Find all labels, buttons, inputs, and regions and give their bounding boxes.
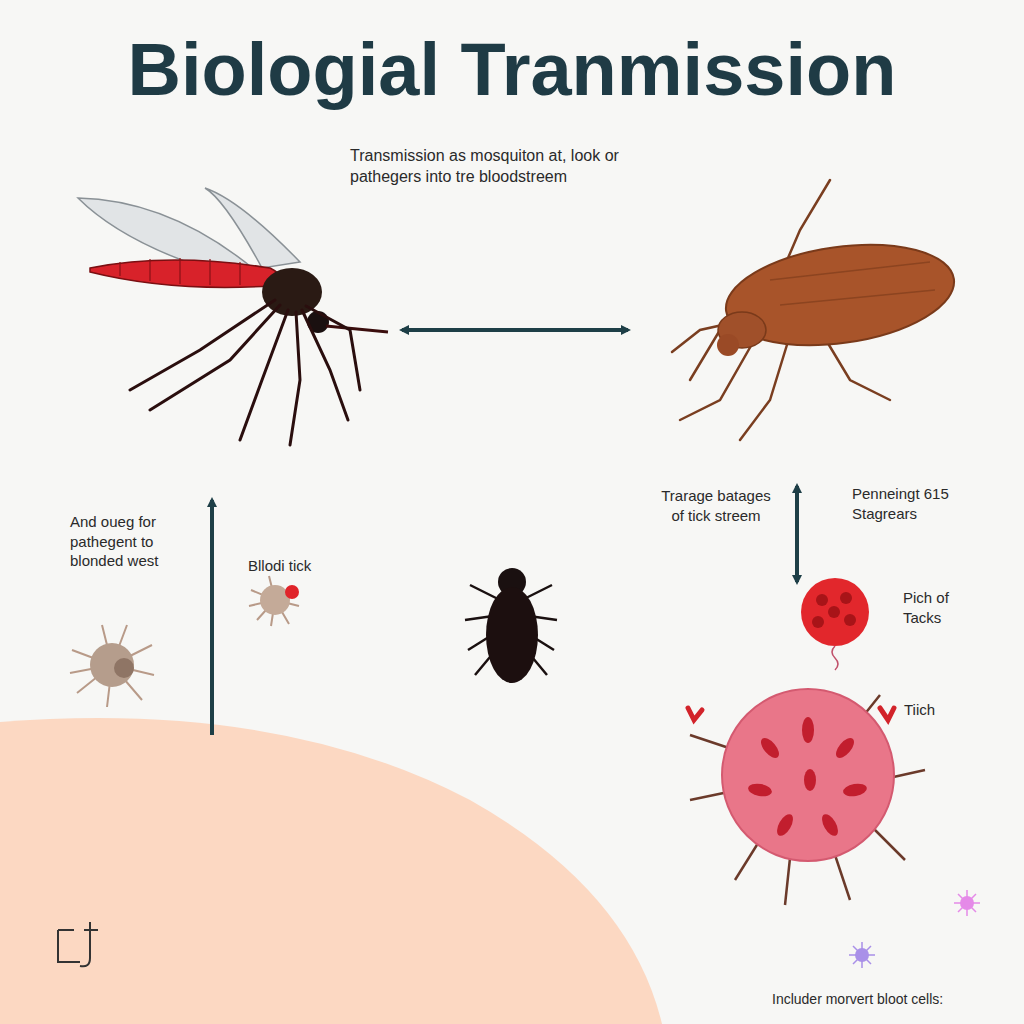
skin-surface — [0, 718, 662, 1024]
double-arrow — [402, 328, 628, 332]
cell-label: Pich of Tacks — [903, 588, 983, 627]
note-label: Trarage batages of tick streem — [660, 486, 772, 525]
tick-icon — [70, 625, 154, 707]
note-label: And oueg for pathegent to blonded west — [70, 512, 192, 571]
black-tick — [465, 568, 557, 683]
blood-cell-cluster — [801, 578, 869, 670]
brown-bug — [672, 180, 961, 440]
tick-icon — [249, 576, 299, 626]
tick-label: Bllodi tick — [248, 556, 358, 576]
subtitle: Transmission as mosquiton at, look or pa… — [350, 146, 680, 188]
cell-label: Tiich — [904, 700, 984, 720]
pink-cell — [688, 689, 925, 905]
double-arrow — [795, 486, 799, 582]
mosquito — [78, 188, 388, 445]
corner-icon — [58, 922, 98, 966]
sparkle — [849, 890, 980, 968]
footnote: Includer morvert bloot cells: — [772, 990, 1012, 1008]
up-arrow — [210, 500, 214, 735]
stage-label: Penneingt 615 Stagrears — [852, 484, 982, 523]
title: Biologial Tranmission — [0, 22, 1024, 118]
